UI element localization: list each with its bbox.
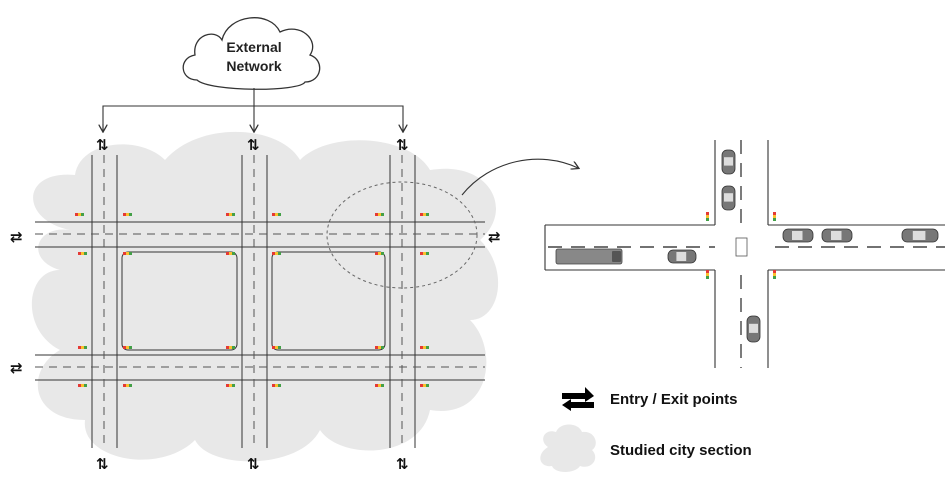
traffic-signal-icon xyxy=(706,212,709,221)
traffic-signal-icon xyxy=(123,384,132,387)
zoom-arrow xyxy=(461,158,578,196)
zoomed-intersection xyxy=(544,140,945,368)
zoomed-traffic-signals xyxy=(706,212,776,279)
traffic-signal-icon xyxy=(420,346,429,349)
traffic-signal-icon xyxy=(420,252,429,255)
traffic-signal-icon xyxy=(375,346,384,349)
entry-exit-marker-top-2: ⇅ xyxy=(247,136,260,154)
traffic-signal-icon xyxy=(75,213,84,216)
studied-city-section xyxy=(31,131,499,462)
traffic-signal-icon xyxy=(123,213,132,216)
entry-exit-marker-top-1: ⇅ xyxy=(96,136,109,154)
legend-entry-exit-label: Entry / Exit points xyxy=(610,391,738,408)
traffic-signal-icon xyxy=(375,384,384,387)
grid-traffic-signals xyxy=(75,213,429,387)
traffic-signal-icon xyxy=(226,252,235,255)
traffic-signal-icon xyxy=(226,213,235,216)
traffic-signal-icon xyxy=(123,346,132,349)
traffic-signal-icon xyxy=(226,346,235,349)
entry-exit-markers: ⇅ ⇅ ⇅ ⇅ ⇅ ⇅ ⇄ ⇄ ⇄ xyxy=(10,136,501,473)
car-icon xyxy=(746,315,761,343)
traffic-signal-icon xyxy=(420,384,429,387)
traffic-signal-icon xyxy=(773,270,776,279)
city-road-center-lines xyxy=(35,155,485,448)
traffic-signal-icon xyxy=(78,384,87,387)
traffic-signal-icon xyxy=(226,384,235,387)
entry-exit-marker-top-3: ⇅ xyxy=(396,136,409,154)
traffic-signal-icon xyxy=(272,252,281,255)
traffic-signal-icon xyxy=(78,346,87,349)
car-icon xyxy=(721,149,736,175)
traffic-signal-icon xyxy=(78,252,87,255)
entry-exit-legend-icon xyxy=(562,387,594,411)
car-icon xyxy=(782,228,814,243)
car-icon xyxy=(667,249,697,264)
traffic-signal-icon xyxy=(272,384,281,387)
entry-exit-marker-bottom-2: ⇅ xyxy=(247,455,260,473)
entry-exit-marker-left-1: ⇄ xyxy=(10,228,23,246)
entry-exit-marker-bottom-1: ⇅ xyxy=(96,455,109,473)
city-blocks xyxy=(121,251,386,351)
entry-exit-marker-right-1: ⇄ xyxy=(488,228,501,246)
car-icon xyxy=(721,185,736,211)
highlighted-intersection xyxy=(326,181,478,289)
entry-exit-marker-bottom-3: ⇅ xyxy=(396,455,409,473)
traffic-signal-icon xyxy=(272,346,281,349)
traffic-signal-icon xyxy=(123,252,132,255)
traffic-signal-icon xyxy=(773,212,776,221)
car-icon xyxy=(901,228,939,243)
traffic-signal-icon xyxy=(706,270,709,279)
traffic-signal-icon xyxy=(375,213,384,216)
truck-icon xyxy=(555,248,623,265)
external-network-cloud: External Network xyxy=(182,17,321,90)
external-network-label-line1: External xyxy=(226,39,281,55)
entry-exit-marker-left-2: ⇄ xyxy=(10,359,23,377)
zoomed-vehicles xyxy=(667,149,939,343)
car-icon xyxy=(821,228,853,243)
legend-city-section-label: Studied city section xyxy=(610,442,752,459)
traffic-signal-icon xyxy=(272,213,281,216)
traffic-signal-icon xyxy=(375,252,384,255)
city-section-legend-icon xyxy=(540,424,596,472)
traffic-signal-icon xyxy=(420,213,429,216)
network-connections xyxy=(103,88,403,131)
external-network-label-line2: Network xyxy=(226,58,281,74)
legend: Entry / Exit points Studied city section xyxy=(540,387,752,472)
city-road-grid xyxy=(35,155,485,448)
